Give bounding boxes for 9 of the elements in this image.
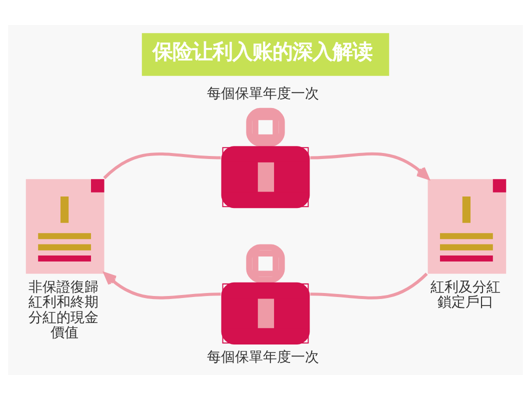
arrow: [310, 152, 430, 180]
node-label: 每個保單年度一次: [206, 86, 319, 102]
node-label: 紅利及分紅鎖定戶口: [430, 279, 500, 311]
node-label: 每個保單年度一次: [206, 349, 319, 366]
arrow: [104, 272, 221, 300]
connector: [103, 152, 221, 180]
node-label: 非保證復歸紅利和終期分紅的現金價值: [28, 279, 98, 342]
diagram-title: 保险让利入账的深入解读: [152, 40, 373, 64]
connector: [310, 272, 428, 300]
